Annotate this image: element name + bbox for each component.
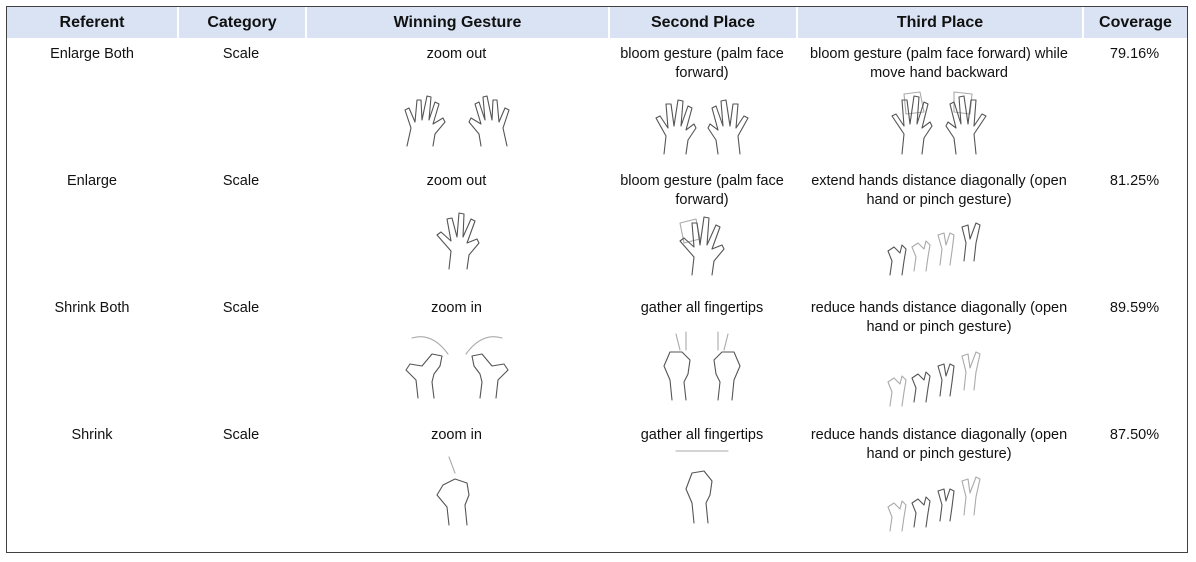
cell-category: Scale	[222, 46, 260, 62]
two-open-hands-sketch-icon	[891, 91, 987, 155]
cell-coverage: 89.59%	[1109, 300, 1160, 316]
open-hand-sketch-icon	[679, 216, 725, 276]
cell-third: bloom gesture (palm face forward) while …	[796, 38, 1082, 165]
pinch-sequence-sketch-icon	[887, 222, 981, 276]
two-open-hands-sketch-icon	[655, 99, 749, 155]
cell-category: Scale	[222, 173, 260, 189]
cell-third: extend hands distance diagonally (open h…	[796, 165, 1082, 292]
cell-winning: zoom in	[305, 419, 608, 546]
gather-fingertips-sketch-icon	[663, 331, 741, 401]
gesture-table: Referent Category Winning Gesture Second…	[7, 7, 1187, 546]
cell-category: Scale	[222, 300, 260, 316]
header-second-place: Second Place	[608, 7, 796, 38]
cell-referent: Enlarge Both	[50, 46, 134, 62]
cell-second: bloom gesture (palm face forward)	[608, 165, 796, 292]
cell-coverage: 79.16%	[1109, 46, 1160, 62]
gesture-table-frame: Referent Category Winning Gesture Second…	[6, 6, 1188, 553]
gather-fingertips-sketch-icon	[675, 450, 729, 524]
header-winning-gesture: Winning Gesture	[305, 7, 608, 38]
two-open-hands-sketch-icon	[403, 95, 510, 147]
cell-winning: zoom in	[305, 292, 608, 419]
open-hand-sketch-icon	[435, 212, 480, 270]
cell-second: gather all fingertips	[608, 292, 796, 419]
table-row: Enlarge Both Scale zoom out bloom gestur…	[7, 38, 1187, 165]
cell-third: reduce hands distance diagonally (open h…	[796, 419, 1082, 546]
cell-coverage: 81.25%	[1109, 173, 1160, 189]
table-header-row: Referent Category Winning Gesture Second…	[7, 7, 1187, 38]
header-category: Category	[177, 7, 305, 38]
pinch-sequence-sketch-icon	[887, 476, 981, 532]
two-open-hands-sketch-icon	[404, 336, 509, 399]
table-row: Shrink Scale zoom in gather all fingerti…	[7, 419, 1187, 546]
cell-winning: zoom out	[305, 165, 608, 292]
header-referent: Referent	[7, 7, 177, 38]
cell-third: reduce hands distance diagonally (open h…	[796, 292, 1082, 419]
cell-referent: Shrink Both	[54, 300, 130, 316]
cell-referent: Shrink	[71, 427, 113, 443]
pinch-sequence-sketch-icon	[887, 351, 981, 407]
cell-coverage: 87.50%	[1109, 427, 1160, 443]
cell-winning: zoom out	[305, 38, 608, 165]
cell-referent: Enlarge	[67, 173, 117, 189]
cell-second: bloom gesture (palm face forward)	[608, 38, 796, 165]
header-coverage: Coverage	[1082, 7, 1187, 38]
cell-second: gather all fingertips	[608, 419, 796, 546]
table-row: Enlarge Scale zoom out bloom gesture (pa…	[7, 165, 1187, 292]
header-third-place: Third Place	[796, 7, 1082, 38]
gather-fingertips-sketch-icon	[435, 456, 470, 526]
table-row: Shrink Both Scale zoom in gather all fin…	[7, 292, 1187, 419]
cell-category: Scale	[222, 427, 260, 443]
